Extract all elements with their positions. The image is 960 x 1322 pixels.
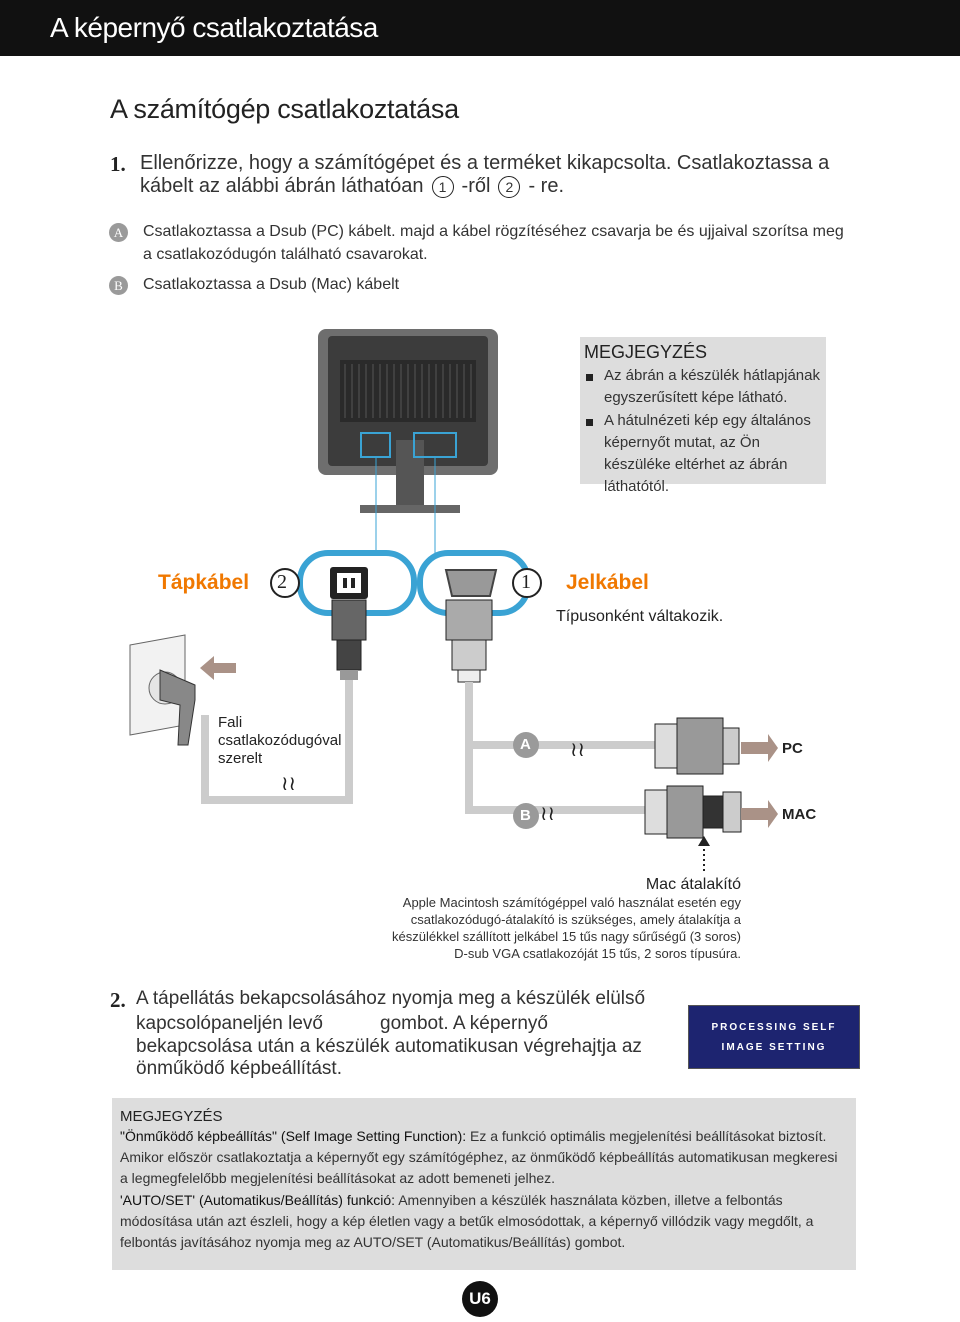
note-bottom-para1-text: Ez a funkció optimális megjelenítési beá…: [120, 1128, 838, 1186]
note-box-bottom: MEGJEGYZÉS "Önműködő képbeállítás" (Self…: [112, 1098, 856, 1270]
step2-line1: A tápellátás bekapcsolásához nyomja meg …: [136, 988, 646, 1009]
header-bar: A képernyő csatlakoztatása: [0, 0, 960, 56]
svg-text:≀≀: ≀≀: [540, 803, 555, 825]
note-bottom-para1: "Önműködő képbeállítás" (Self Image Sett…: [120, 1126, 848, 1189]
svg-text:≀≀: ≀≀: [570, 739, 585, 761]
pc-label: PC: [782, 740, 803, 757]
dsub-plug-icon: [445, 599, 493, 683]
step1-line2-text-a: kábelt az alábbi ábrán láthatóan: [140, 175, 424, 197]
svg-text:≀≀: ≀≀: [281, 773, 296, 795]
note-top-title: MEGJEGYZÉS: [584, 342, 708, 362]
mac-adapter-line1: Apple Macintosh számítógéppel való haszn…: [402, 895, 741, 910]
processing-line1: PROCESSING SELF: [711, 1022, 837, 1033]
note-top-bullet2: A hátulnézeti kép egy általános képernyő…: [604, 412, 811, 495]
connection-diagram: ≀≀ ≀≀ ≀≀: [129, 329, 778, 872]
step2-line2b: gombot. A képernyő: [380, 1013, 548, 1034]
step1-line2: kábelt az alábbi ábrán láthatóan 1 -ről 2 - …: [140, 175, 564, 198]
item-a-line2: a csatlakozódugón található csavarokat.: [143, 246, 428, 263]
mac-connector-icon: [644, 785, 742, 839]
item-b-badge: B: [109, 276, 128, 295]
step2-number: 2.: [110, 988, 126, 1012]
note-bottom-para1-heading: "Önműködő képbeállítás" (Self Image Sett…: [120, 1128, 467, 1144]
bullet-icon: [586, 419, 593, 426]
pc-connector-icon: [654, 717, 740, 775]
step1-line2-text-b: -ről: [461, 175, 491, 197]
power-cable: [201, 680, 353, 804]
cable-b-badge-icon: [513, 803, 539, 829]
step2-line2a: kapcsolópaneljén levő: [136, 1013, 323, 1034]
mac-adapter-title: Mac átalakító: [645, 876, 741, 893]
bullet-icon: [586, 374, 593, 381]
arrow-pc-icon: [741, 734, 778, 762]
processing-line2: IMAGE SETTING: [721, 1042, 827, 1053]
wall-label-1: Fali: [218, 714, 243, 731]
wall-label-2: csatlakozódugóval: [218, 732, 342, 749]
item-b-line1: Csatlakoztassa a Dsub (Mac) kábelt: [143, 276, 400, 293]
step1-number: 1.: [110, 152, 126, 176]
cable-a-letter: A: [520, 736, 531, 753]
note-bottom-para2-text: Amennyiben a készülék használata közben,…: [120, 1192, 814, 1250]
mac-adapter-line3: készülékkel szállított jelkábel 15 tűs n…: [391, 929, 741, 944]
processing-osd-box: PROCESSING SELF IMAGE SETTING: [688, 1005, 860, 1069]
page-header-title: A képernyő csatlakoztatása: [50, 12, 378, 43]
mac-adapter-line4: D-sub VGA csatlakozóját 15 tűs, 2 soros …: [454, 946, 741, 961]
mac-adapter-line2: csatlakozódugó-átalakító is szükséges, a…: [410, 912, 741, 927]
page-number: U6: [462, 1281, 498, 1317]
power-number: 2: [277, 571, 287, 593]
marker-1-icon: 1: [431, 175, 454, 198]
note-bottom-para2: 'AUTO/SET' (Automatikus/Beállítás) funkc…: [120, 1190, 848, 1253]
item-a-badge: A: [109, 223, 128, 242]
power-cable-label: Tápkábel: [158, 571, 250, 594]
signal-cable-label: Jelkábel: [566, 571, 649, 594]
wall-label-3: szerelt: [218, 750, 263, 767]
monitor-back-icon: [318, 329, 498, 560]
marker-2-icon: 2: [498, 175, 521, 198]
section-title: A számítógép csatlakoztatása: [110, 94, 459, 124]
note-bottom-para2-heading: 'AUTO/SET' (Automatikus/Beállítás) funkc…: [120, 1192, 396, 1208]
note-bottom-title: MEGJEGYZÉS: [120, 1108, 223, 1125]
arrow-mac-icon: [741, 800, 778, 828]
step2-line3: bekapcsolása után a készülék automatikus…: [136, 1036, 642, 1057]
wall-outlet-icon: [129, 634, 196, 746]
cable-a-badge-icon: [513, 732, 539, 758]
type-varies-label: Típusonként váltakozik.: [556, 608, 724, 625]
step1-line2-text-c: - re.: [528, 175, 564, 197]
left-arrow-icon: [200, 656, 236, 680]
signal-number: 1: [521, 571, 531, 593]
mac-label: MAC: [782, 806, 817, 823]
cable-b-letter: B: [520, 807, 531, 824]
power-plug-icon: [331, 599, 367, 680]
step1-line1: Ellenőrizze, hogy a számítógépet és a te…: [140, 152, 830, 174]
step2-line4: önműködő képbeállítást.: [136, 1058, 342, 1079]
note-top-bullet1: Az ábrán a készülék hátlapjának egyszerű…: [604, 367, 820, 406]
note-box-top: MEGJEGYZÉS Az ábrán a készülék hátlapján…: [580, 337, 826, 495]
item-a-line1: Csatlakoztassa a Dsub (PC) kábelt. majd …: [143, 223, 844, 240]
